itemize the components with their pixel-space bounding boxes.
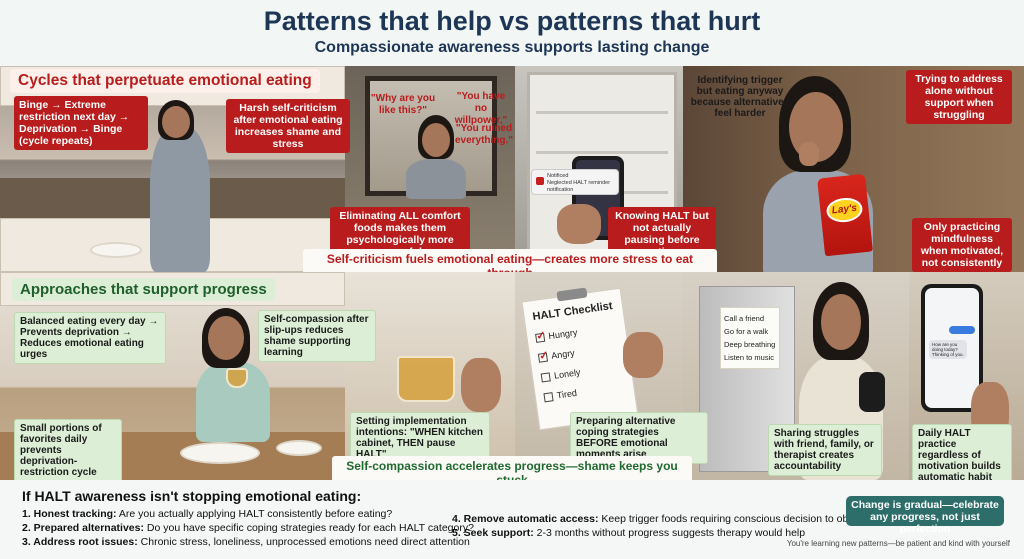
mirror-quote-2: "You have no willpower," <box>454 91 508 126</box>
woman-head <box>162 106 190 138</box>
reflection-head <box>422 123 450 157</box>
coping-note: Call a friend Go for a walk Deep breathi… <box>720 307 780 369</box>
chat-screen: How are you doing today? Thinking of you… <box>925 288 979 408</box>
label-binge-cycle: Binge → Extreme restriction next day → D… <box>14 96 148 150</box>
phone-chat: How are you doing today? Thinking of you… <box>921 284 983 412</box>
tip-text: Are you actually applying HALT consisten… <box>116 508 393 520</box>
notification-text: Notificed Neglected HALT reminder notifi… <box>547 173 615 194</box>
kitchen-scene-balanced <box>0 272 345 480</box>
meal-plate <box>180 442 260 464</box>
tip-text: 2-3 months without progress suggests the… <box>533 527 806 539</box>
footer-note: You're learning new patterns—be patient … <box>786 539 1010 548</box>
halt-checklist: HALT Checklist ✓Hungry ✓Angry Lonely Tir… <box>521 287 639 431</box>
checklist-item-label: Tired <box>556 387 578 401</box>
tip-label: 2. Prepared alternatives: <box>22 522 144 534</box>
label-sharing-struggles: Sharing struggles with friend, family, o… <box>768 424 882 476</box>
chat-message: How are you doing today? Thinking of you… <box>929 340 967 359</box>
tip-item: 5. Seek support: 2-3 months without prog… <box>452 527 805 540</box>
calm-woman-head <box>208 316 244 360</box>
label-self-compassion: Self-compassion after slip-ups reduces s… <box>258 310 376 362</box>
tea-cup <box>226 368 248 388</box>
label-trying-alone: Trying to address alone without support … <box>906 70 1012 124</box>
note-line: Go for a walk <box>724 327 769 336</box>
label-harsh-criticism: Harsh self-criticism after emotional eat… <box>226 99 350 153</box>
supportive-patterns-band: HALT Checklist ✓Hungry ✓Angry Lonely Tir… <box>0 272 1024 480</box>
harmful-patterns-band: Notificed Neglected HALT reminder notifi… <box>0 66 1024 272</box>
checklist-item-label: Lonely <box>553 367 582 381</box>
checkbox-empty <box>543 392 554 403</box>
tip-text: Chronic stress, loneliness, unprocessed … <box>137 536 470 548</box>
hand-holding-tea <box>461 358 501 412</box>
chip-bag: Lay's <box>817 173 873 257</box>
check-mark-icon: ✓ <box>538 349 550 363</box>
page-subtitle: Compassionate awareness supports lasting… <box>314 39 710 56</box>
note-line: Deep breathing <box>724 340 776 349</box>
caption-self-criticism: Self-criticism fuels emotional eating—cr… <box>303 249 717 272</box>
plate <box>90 242 142 258</box>
tip-label: 4. Remove automatic access: <box>452 513 599 525</box>
label-identifying-trigger: Identifying trigger but eating anyway be… <box>690 75 790 119</box>
label-only-mindfulness: Only practicing mindfulness when motivat… <box>912 218 1012 272</box>
notification-title: Notificed <box>547 173 569 179</box>
tip-item: 3. Address root issues: Chronic stress, … <box>22 536 470 549</box>
checkbox-checked: ✓ <box>535 330 546 344</box>
chat-bubble-sent <box>949 326 975 334</box>
phone <box>859 372 885 412</box>
checklist-item-hungry: ✓Hungry <box>535 327 578 344</box>
page-title: Patterns that help vs patterns that hurt <box>263 6 761 36</box>
halt-notification[interactable]: Notificed Neglected HALT reminder notifi… <box>531 169 619 195</box>
label-preparing-alternatives: Preparing alternative coping strategies … <box>570 412 708 464</box>
note-line: Call a friend <box>724 314 765 323</box>
section-heading-approaches: Approaches that support progress <box>12 278 275 301</box>
change-is-gradual-badge: Change is gradual—celebrate any progress… <box>846 496 1004 535</box>
reflection-body <box>406 159 466 199</box>
mirror-quote-1: "Why are you like this?" <box>370 93 436 116</box>
notification-body: Neglected HALT reminder notification <box>547 180 611 193</box>
header: Patterns that help vs patterns that hurt… <box>0 0 1024 66</box>
fridge-shelf <box>536 111 668 114</box>
hand-with-pen <box>623 332 663 378</box>
note-line: Listen to music <box>724 353 775 362</box>
hand <box>557 204 601 244</box>
checklist-title: HALT Checklist <box>531 300 614 324</box>
label-small-portions: Small portions of favorites daily preven… <box>14 419 122 480</box>
tips-title: If HALT awareness isn't stopping emotion… <box>22 488 362 504</box>
check-mark-icon: ✓ <box>535 329 547 343</box>
tip-item: 4. Remove automatic access: Keep trigger… <box>452 513 865 526</box>
label-daily-halt: Daily HALT practice regardless of motiva… <box>912 424 1012 480</box>
notification-icon <box>536 177 544 185</box>
checkbox-checked: ✓ <box>537 350 549 363</box>
tip-item: 2. Prepared alternatives: Do you have sp… <box>22 522 474 535</box>
label-balanced-eating: Balanced eating every day → Prevents dep… <box>14 312 166 364</box>
footer-tips: If HALT awareness isn't stopping emotion… <box>0 480 1024 559</box>
tip-label: 1. Honest tracking: <box>22 508 117 520</box>
checkbox-empty <box>540 372 551 383</box>
mirror <box>365 76 497 199</box>
dessert-plate <box>276 440 322 456</box>
section-heading-cycles: Cycles that perpetuate emotional eating <box>10 69 320 93</box>
tea-glass <box>397 356 455 402</box>
checklist-item-lonely: Lonely <box>540 367 582 383</box>
hand-with-chip <box>799 142 819 166</box>
chip-brand-logo: Lay's <box>825 196 864 224</box>
tip-item: 1. Honest tracking: Are you actually app… <box>22 508 392 521</box>
checklist-item-angry: ✓Angry <box>537 347 576 363</box>
checklist-item-label: Angry <box>550 347 576 361</box>
tip-text: Keep trigger foods requiring conscious d… <box>598 513 866 525</box>
clipboard-clip <box>556 287 588 302</box>
fridge-shelf <box>536 151 668 154</box>
checklist-item-label: Hungry <box>547 327 578 342</box>
tip-text: Do you have specific coping strategies r… <box>143 522 474 534</box>
checklist-item-tired: Tired <box>543 387 578 403</box>
caption-self-compassion: Self-compassion accelerates progress—sha… <box>332 456 692 480</box>
texting-woman-head <box>821 294 861 350</box>
tip-label: 3. Address root issues: <box>22 536 138 548</box>
tip-label: 5. Seek support: <box>452 527 534 539</box>
mirror-quote-3: "You ruined everything." <box>454 123 514 146</box>
stressed-woman-figure <box>150 126 210 272</box>
